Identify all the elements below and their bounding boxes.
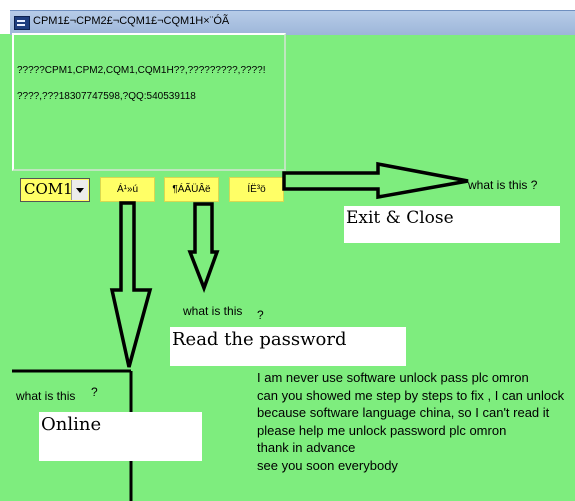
label-exit-close: Exit & Close <box>344 206 560 243</box>
label-read-password-text: Read the password <box>172 329 347 350</box>
message-line: I am never use software unlock pass plc … <box>257 370 529 385</box>
read-password-button[interactable]: ¶ÁÃÜÂë <box>164 177 219 202</box>
label-online: Online <box>39 412 202 461</box>
info-line-1: ?????CPM1,CPM2,CQM1,CQM1H??,?????????,??… <box>17 65 266 76</box>
message-line: because software language china, so I ca… <box>257 405 550 420</box>
help-message: I am never use software unlock pass plc … <box>257 369 564 474</box>
arrow-down-long-icon <box>109 201 153 368</box>
window-title: CPM1£¬CPM2£¬CQM1£¬CQM1H×¨ÓÃ <box>33 15 230 27</box>
app-icon <box>14 16 30 30</box>
online-button[interactable]: Á¹»ú <box>100 177 155 202</box>
annotation-question-read-mark: ? <box>257 308 264 322</box>
arrow-down-icon <box>187 202 220 293</box>
chevron-down-icon[interactable] <box>71 180 88 200</box>
titlebar-strip[interactable]: CPM1£¬CPM2£¬CQM1£¬CQM1H×¨ÓÃ <box>10 10 575 35</box>
message-line: see you soon everybody <box>257 457 398 473</box>
annotation-question-read: what is this <box>183 304 243 318</box>
annotation-question-online-mark: ? <box>91 385 98 399</box>
label-read-password: Read the password <box>170 327 406 366</box>
info-panel: ?????CPM1,CPM2,CQM1,CQM1H??,?????????,??… <box>12 33 286 171</box>
port-select-value: COM1 <box>24 180 73 198</box>
message-line: please help me unlock password plc omron <box>257 422 507 438</box>
message-line: thank in advance <box>257 440 356 455</box>
annotation-question-online: what is this <box>16 389 76 403</box>
info-line-2: ????,???18307747598,?QQ:540539118 <box>17 91 196 102</box>
label-exit-close-text: Exit & Close <box>346 208 454 228</box>
label-online-text: Online <box>41 414 102 435</box>
arrow-right-icon <box>282 161 469 200</box>
port-select[interactable]: COM1 <box>20 178 90 202</box>
annotation-question-exit: what is this ? <box>468 178 538 192</box>
exit-button[interactable]: ÍË³ö <box>229 177 284 202</box>
window-titlebar: CPM1£¬CPM2£¬CQM1£¬CQM1H×¨ÓÃ <box>0 0 575 35</box>
message-line: can you showed me step by steps to fix ,… <box>257 387 565 403</box>
